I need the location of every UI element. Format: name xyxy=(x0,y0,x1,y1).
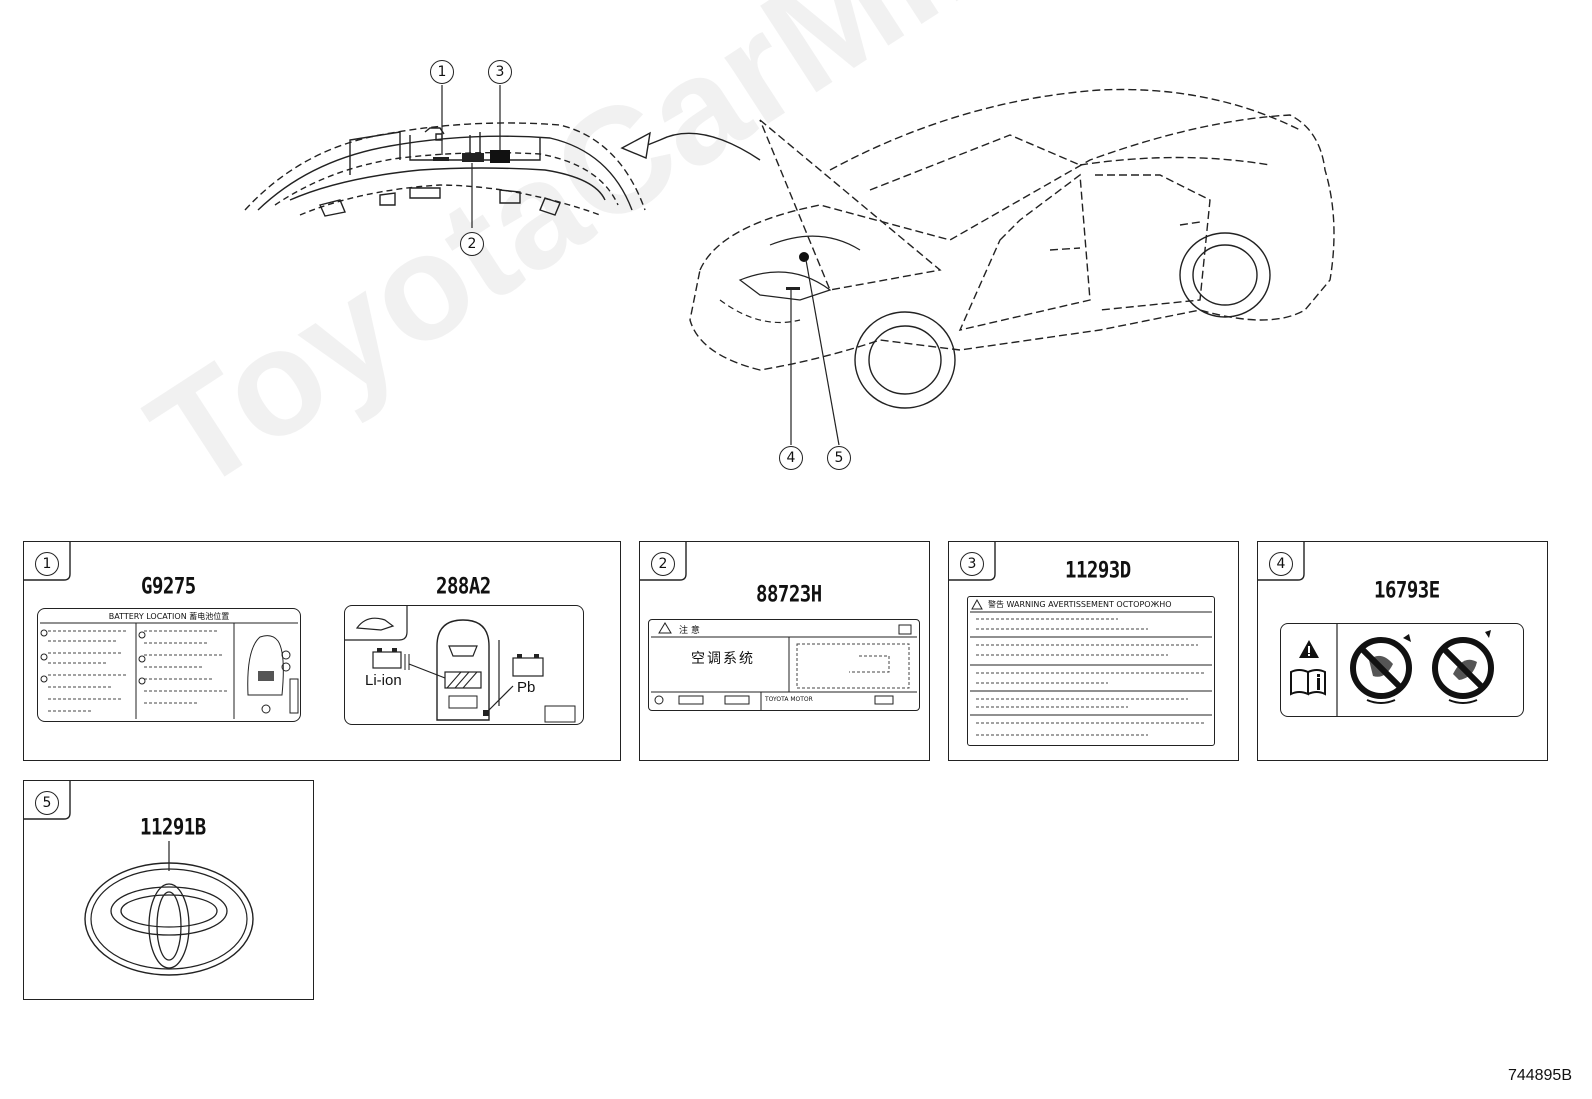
label-marker-3 xyxy=(490,150,510,163)
manual-book-icon xyxy=(1290,669,1326,696)
part-number-g9275: G9275 xyxy=(141,574,196,600)
panel-1: 1 G9275 288A2 BATTERY LOCATION 蓄电池位置 xyxy=(23,541,621,761)
radiator-support-detail xyxy=(244,122,646,217)
no-child-seat-icon xyxy=(1350,634,1412,704)
warning-label-lines xyxy=(970,598,1212,736)
callout-2: 2 xyxy=(460,232,484,256)
car-body xyxy=(689,88,1335,371)
callout-4: 4 xyxy=(779,446,803,470)
panel-3: 3 11293D 警告 WARNING AVERTISSEMENT ОСТОРО… xyxy=(948,541,1239,761)
pb-text: Pb xyxy=(517,679,536,696)
toyota-motor-text: TOYOTA MOTOR xyxy=(765,696,813,703)
part-number-16793e: 16793E xyxy=(1374,578,1440,604)
callout-3: 3 xyxy=(488,60,512,84)
part-number-288a2: 288A2 xyxy=(436,574,491,600)
panel-4: 4 16793E xyxy=(1257,541,1548,761)
ac-caution-label: 注 意 空调系统 TOYOTA MOTOR xyxy=(648,619,920,711)
no-rear-facing-seat-icon xyxy=(1432,630,1494,704)
panel-number: 5 xyxy=(35,791,59,815)
label-marker-2 xyxy=(462,153,484,162)
ac-system-cn-text: 空调系统 xyxy=(691,651,755,667)
part-number-11291b: 11291B xyxy=(140,815,206,841)
panel-tab xyxy=(24,781,71,820)
panel-number: 3 xyxy=(960,552,984,576)
panel-tab xyxy=(949,542,996,581)
part-number-88723h: 88723H xyxy=(756,582,822,608)
panel-number: 2 xyxy=(651,552,675,576)
detail-arrow xyxy=(639,132,761,161)
diagram-code: 744895B xyxy=(1507,1067,1572,1084)
caution-cn-text: 注 意 xyxy=(679,626,700,636)
panel-5: 5 11291B xyxy=(23,780,314,1000)
toyota-emblem-icon xyxy=(84,841,254,976)
warning-label: 警告 WARNING AVERTISSEMENT ОСТОРОЖНО xyxy=(967,596,1215,746)
car-wheels xyxy=(854,232,1271,409)
hood-label-marker xyxy=(786,287,800,290)
airbag-caution-label xyxy=(1280,623,1524,717)
battery-location-text: BATTERY LOCATION 蓄电池位置 xyxy=(108,612,230,621)
panel-number: 4 xyxy=(1269,552,1293,576)
battery-type-diagram xyxy=(345,606,576,723)
vehicle-illustration xyxy=(244,85,1335,446)
label-marker-1 xyxy=(433,157,449,161)
callout-5: 5 xyxy=(827,446,851,470)
callout-1: 1 xyxy=(430,60,454,84)
panel-2: 2 88723H 注 意 空调系统 TOYOTA MOTOR xyxy=(639,541,930,761)
warning-header-text: 警告 WARNING AVERTISSEMENT ОСТОРОЖНО xyxy=(988,600,1172,609)
battery-type-label: Li-ion Pb xyxy=(344,605,584,725)
panel-number: 1 xyxy=(35,552,59,576)
li-ion-text: Li-ion xyxy=(365,672,402,689)
battery-location-diagram xyxy=(40,622,299,719)
panel-tab xyxy=(1258,542,1305,581)
panel-tab xyxy=(24,542,71,581)
ac-caution-diagram xyxy=(651,622,917,710)
warning-triangle-icon xyxy=(1299,640,1319,658)
engine-bay xyxy=(719,235,861,324)
part-number-11293d: 11293D xyxy=(1065,558,1131,584)
airbag-caution-icons xyxy=(1290,624,1494,716)
panel-tab xyxy=(640,542,687,581)
battery-location-label: BATTERY LOCATION 蓄电池位置 xyxy=(37,608,301,722)
emblem-marker xyxy=(799,252,809,262)
